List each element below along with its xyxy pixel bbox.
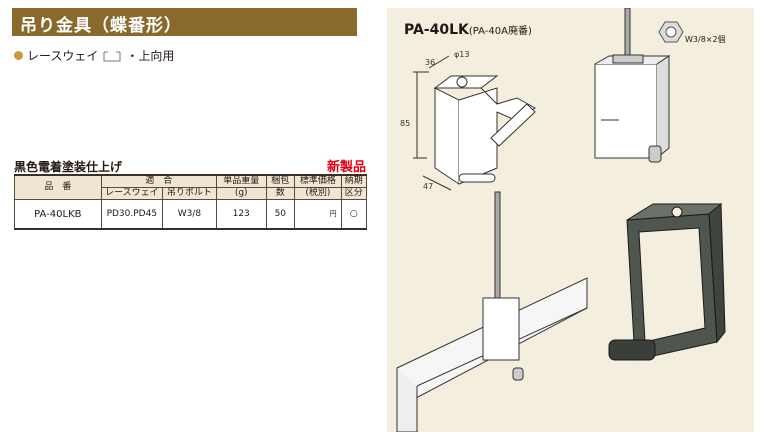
finish-subtitle: 黒色電着塗装仕上げ xyxy=(14,160,123,174)
raceway-installation xyxy=(396,191,588,432)
nut-label: W3/8×2個 xyxy=(685,35,726,44)
illustration-model: PA-40LK xyxy=(404,22,469,38)
cell-model: PA-40LKB xyxy=(14,199,102,230)
spec-table: 品 番 適 合 単品重量 梱包 標準価格 納期 レースウェイ 吊りボルト (g)… xyxy=(14,174,368,230)
cell-pack: 50 xyxy=(265,199,296,230)
cell-raceway: PD30.PD45 xyxy=(100,199,163,230)
header-bolt: 吊りボルト xyxy=(161,187,217,200)
cell-price: 円 xyxy=(294,199,342,230)
dim-85-label: 85 xyxy=(400,119,410,128)
raceway-shape-icon xyxy=(103,51,121,61)
header-price-2: (税別) xyxy=(294,187,342,200)
feature-line: レースウェイ ・上向用 xyxy=(14,47,174,64)
illustration-panel: PA-40LK(PA-40A廃番) W3/8×2個 36 φ13 85 47 xyxy=(387,8,754,432)
new-product-badge: 新製品 xyxy=(326,160,366,175)
illustration-model-note: (PA-40A廃番) xyxy=(468,26,532,37)
dim-47-label: 47 xyxy=(423,182,433,191)
dimension-drawing xyxy=(413,55,536,191)
cell-bolt: W3/8 xyxy=(161,199,217,230)
product-illustration: 36 φ13 85 47 xyxy=(396,8,726,432)
page-title: 吊り金具（蝶番形） xyxy=(20,16,182,36)
dim-hole-label: φ13 xyxy=(454,50,469,59)
feature-upward-label: ・上向用 xyxy=(126,49,175,63)
cell-delivery: ○ xyxy=(340,199,368,230)
header-price: 標準価格 xyxy=(294,174,342,188)
cell-weight: 123 xyxy=(215,199,267,230)
bullet-dot-icon xyxy=(14,51,23,60)
title-bar: 吊り金具（蝶番形） xyxy=(12,8,357,36)
hex-nut-icon xyxy=(658,21,684,43)
header-model: 品 番 xyxy=(14,174,102,200)
product-photo xyxy=(608,202,726,361)
header-fit: 適 合 xyxy=(100,174,217,188)
illustration-model-title: PA-40LK(PA-40A廃番) xyxy=(404,22,532,38)
dim-36-label: 36 xyxy=(425,58,435,67)
header-delivery-2: 区分 xyxy=(340,187,368,200)
feature-raceway-label: レースウェイ xyxy=(27,49,99,63)
table-row: PA-40LKB PD30.PD45 W3/8 123 50 円 ○ xyxy=(14,199,368,230)
header-weight: 単品重量 xyxy=(215,174,267,188)
header-pack-2: 数 xyxy=(265,187,296,200)
header-raceway: レースウェイ xyxy=(100,187,163,200)
header-pack: 梱包 xyxy=(265,174,296,188)
header-weight-unit: (g) xyxy=(215,187,267,200)
header-delivery: 納期 xyxy=(340,174,368,188)
bracket-with-bolt xyxy=(594,8,671,163)
